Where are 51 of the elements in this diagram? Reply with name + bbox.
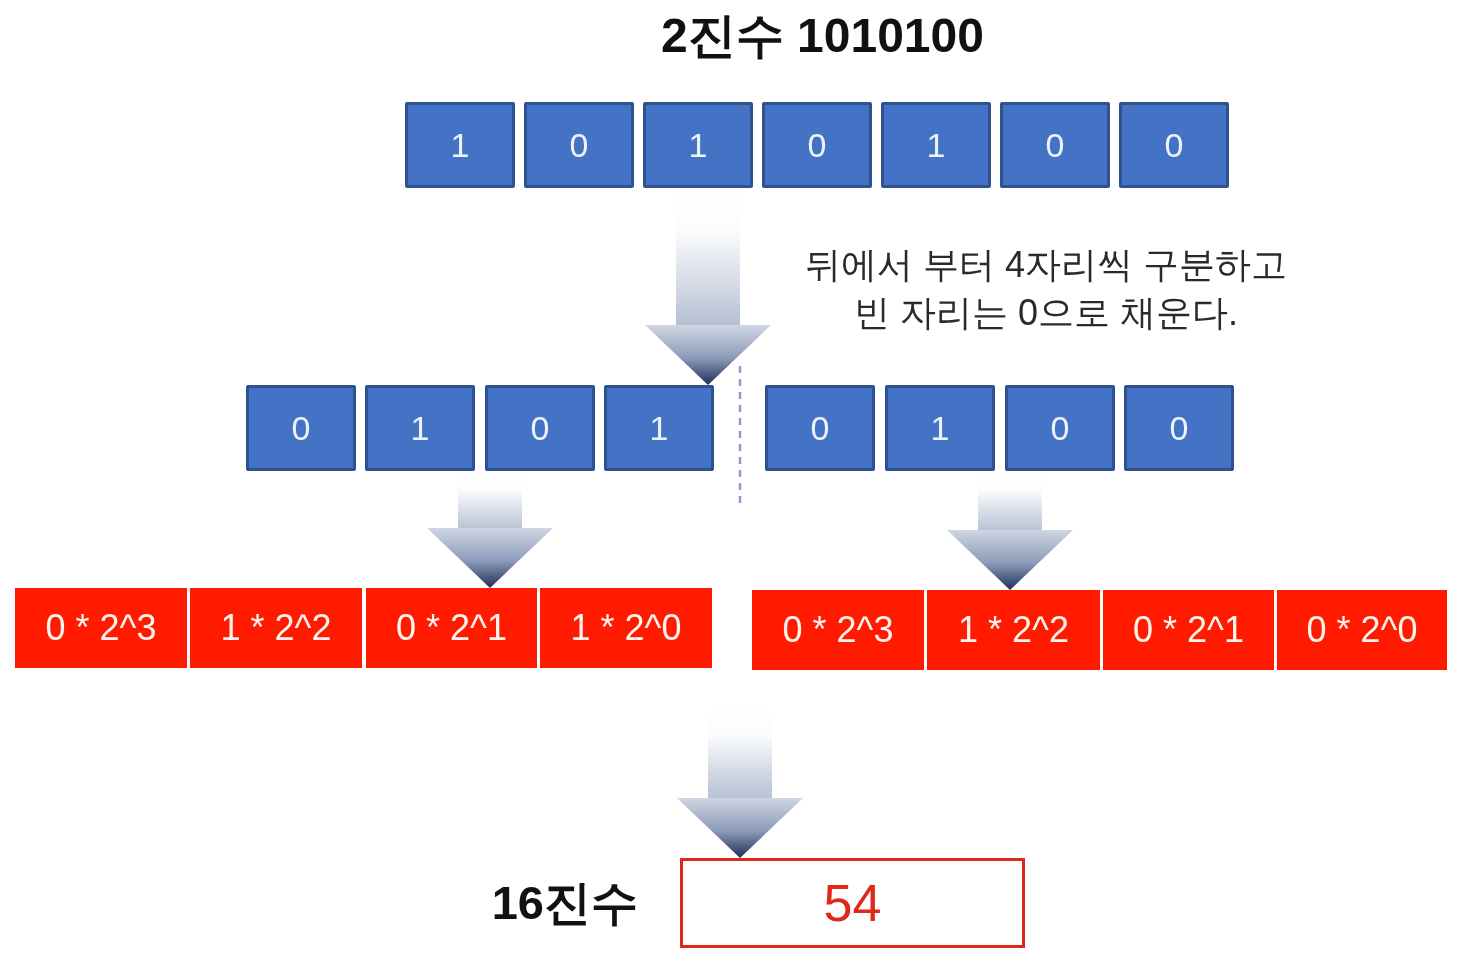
bit-digit: 1 xyxy=(926,125,946,165)
term-box xyxy=(1103,590,1274,670)
bit-box xyxy=(1000,102,1110,188)
annotation-text: 뒤에서 부터 4자리씩 구분하고 빈 자리는 0으로 채운다. xyxy=(804,243,1288,335)
term-text: 0 * 2^1 xyxy=(396,607,507,649)
bit-digit: 0 xyxy=(569,125,589,165)
bit-digit: 0 xyxy=(1164,125,1184,165)
bit-box xyxy=(246,385,356,471)
bit-digit: 0 xyxy=(1169,408,1189,448)
bit-digit: 1 xyxy=(649,408,669,448)
bit-digit: 0 xyxy=(291,408,311,448)
term-box xyxy=(1277,590,1447,670)
term-box xyxy=(540,588,712,668)
diagram-title: 2진수 1010100 xyxy=(660,8,985,64)
term-text: 0 * 2^3 xyxy=(782,609,894,651)
bit-digit: 0 xyxy=(807,125,827,165)
bit-box xyxy=(1124,385,1234,471)
bit-box xyxy=(604,385,714,471)
bit-box xyxy=(762,102,872,188)
bit-box xyxy=(881,102,991,188)
bit-digit: 1 xyxy=(930,408,950,448)
term-text: 1 * 2^2 xyxy=(958,609,1069,651)
bit-digit: 0 xyxy=(1050,408,1070,448)
term-box xyxy=(15,588,187,668)
bit-digit: 0 xyxy=(810,408,830,448)
term-text: 1 * 2^2 xyxy=(220,607,332,649)
bit-digit: 0 xyxy=(1045,125,1065,165)
bit-box xyxy=(643,102,753,188)
term-text: 0 * 2^1 xyxy=(1133,609,1244,651)
bit-box xyxy=(485,385,595,471)
term-box xyxy=(366,588,537,668)
bit-digit: 1 xyxy=(450,125,470,165)
bit-digit: 0 xyxy=(530,408,550,448)
bit-box xyxy=(365,385,475,471)
term-text: 1 * 2^0 xyxy=(570,607,682,649)
term-box xyxy=(927,590,1100,670)
bit-box xyxy=(524,102,634,188)
term-box xyxy=(190,588,362,668)
bit-box xyxy=(765,385,875,471)
result-value: 54 xyxy=(823,873,882,933)
result-box xyxy=(680,858,1025,948)
bit-digit: 1 xyxy=(410,408,430,448)
bit-box xyxy=(1005,385,1115,471)
term-text: 0 * 2^3 xyxy=(45,607,157,649)
bit-digit: 1 xyxy=(688,125,708,165)
term-text: 0 * 2^0 xyxy=(1306,609,1418,651)
bit-box xyxy=(885,385,995,471)
bit-box xyxy=(405,102,515,188)
result-label: 16진수 xyxy=(490,875,638,931)
term-box xyxy=(752,590,924,670)
bit-box xyxy=(1119,102,1229,188)
